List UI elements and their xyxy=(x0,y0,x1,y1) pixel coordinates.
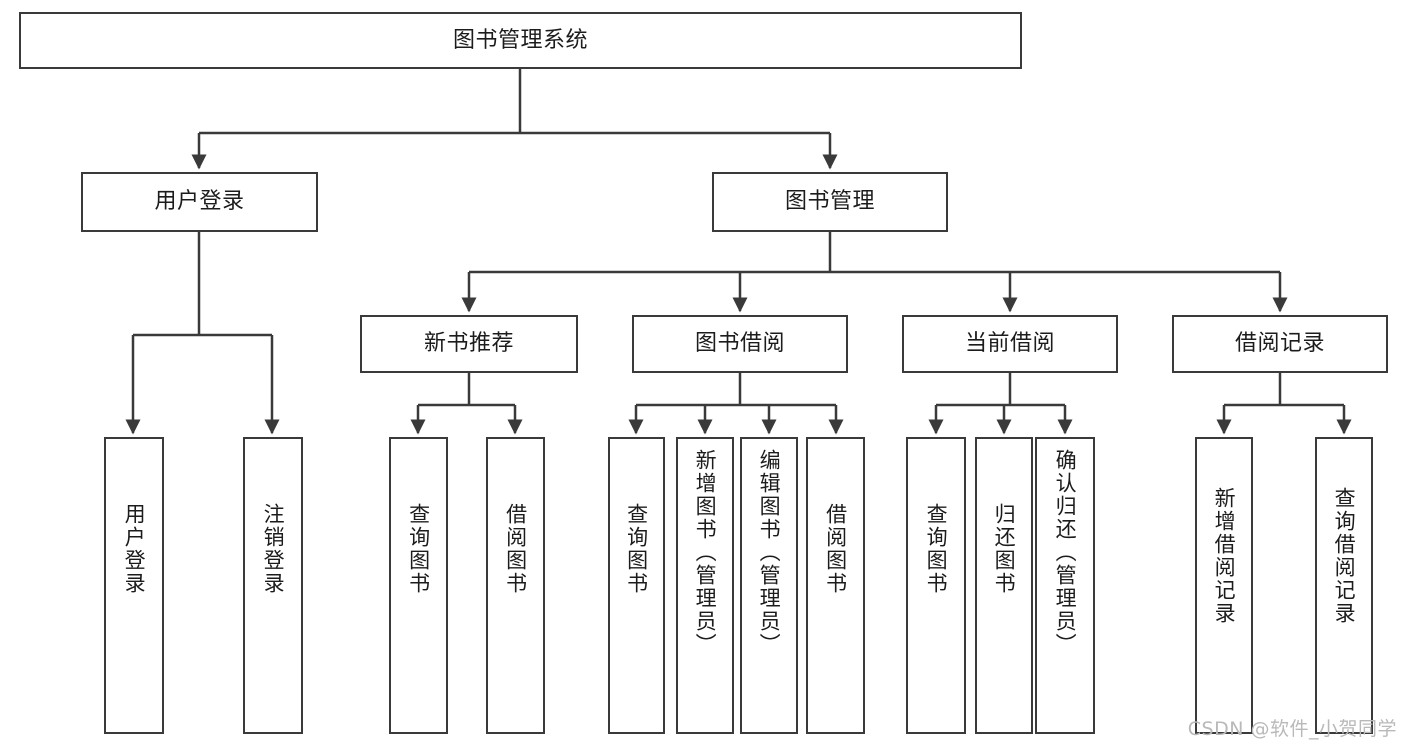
watermark-text: CSDN @软件_小贺同学 xyxy=(1187,718,1397,740)
node-leaf-edit-book-admin[interactable]: 编辑图书（管理员） xyxy=(740,437,798,734)
node-label: 当前借阅 xyxy=(964,331,1055,357)
node-label: 查询图书 xyxy=(624,503,649,595)
node-label: 新增借阅记录 xyxy=(1212,487,1237,625)
node-label: 查询借阅记录 xyxy=(1332,487,1357,625)
node-label: 借阅图书 xyxy=(503,503,528,595)
node-label: 查询图书 xyxy=(924,503,949,595)
node-label: 注销登录 xyxy=(261,503,286,595)
node-label: 借阅图书 xyxy=(823,503,848,595)
node-label: 图书管理系统 xyxy=(452,27,588,53)
node-borrow-record[interactable]: 借阅记录 xyxy=(1172,315,1388,373)
node-leaf-add-borrow-record[interactable]: 新增借阅记录 xyxy=(1195,437,1253,734)
node-leaf-borrow-book[interactable]: 借阅图书 xyxy=(806,437,865,734)
node-user-login-group[interactable]: 用户登录 xyxy=(81,172,318,232)
node-leaf-query-books-borrow[interactable]: 查询图书 xyxy=(608,437,665,734)
node-label: 编辑图书（管理员） xyxy=(757,449,782,656)
node-leaf-query-borrow-record[interactable]: 查询借阅记录 xyxy=(1315,437,1373,734)
node-leaf-add-book-admin[interactable]: 新增图书（管理员） xyxy=(676,437,734,734)
node-label: 归还图书 xyxy=(992,503,1017,595)
node-leaf-query-books-current[interactable]: 查询图书 xyxy=(906,437,966,734)
node-root-system[interactable]: 图书管理系统 xyxy=(19,12,1022,69)
node-label: 新增图书（管理员） xyxy=(693,449,718,656)
node-label: 新书推荐 xyxy=(423,331,514,357)
node-label: 借阅记录 xyxy=(1234,331,1325,357)
node-leaf-user-login[interactable]: 用户登录 xyxy=(104,437,164,734)
node-label: 确认归还（管理员） xyxy=(1053,449,1078,656)
node-label: 用户登录 xyxy=(122,503,147,595)
node-leaf-query-books-recommend[interactable]: 查询图书 xyxy=(389,437,448,734)
node-leaf-logout[interactable]: 注销登录 xyxy=(243,437,303,734)
node-leaf-return-book[interactable]: 归还图书 xyxy=(975,437,1033,734)
node-label: 用户登录 xyxy=(154,189,245,215)
node-current-borrow[interactable]: 当前借阅 xyxy=(902,315,1118,373)
node-book-borrow[interactable]: 图书借阅 xyxy=(632,315,848,373)
node-leaf-borrow-books-recommend[interactable]: 借阅图书 xyxy=(486,437,545,734)
node-label: 图书借阅 xyxy=(694,331,785,357)
node-label: 图书管理 xyxy=(784,189,875,215)
node-new-book-recommend[interactable]: 新书推荐 xyxy=(360,315,578,373)
node-book-management-group[interactable]: 图书管理 xyxy=(712,172,948,232)
node-leaf-confirm-return-admin[interactable]: 确认归还（管理员） xyxy=(1035,437,1095,734)
node-label: 查询图书 xyxy=(406,503,431,595)
